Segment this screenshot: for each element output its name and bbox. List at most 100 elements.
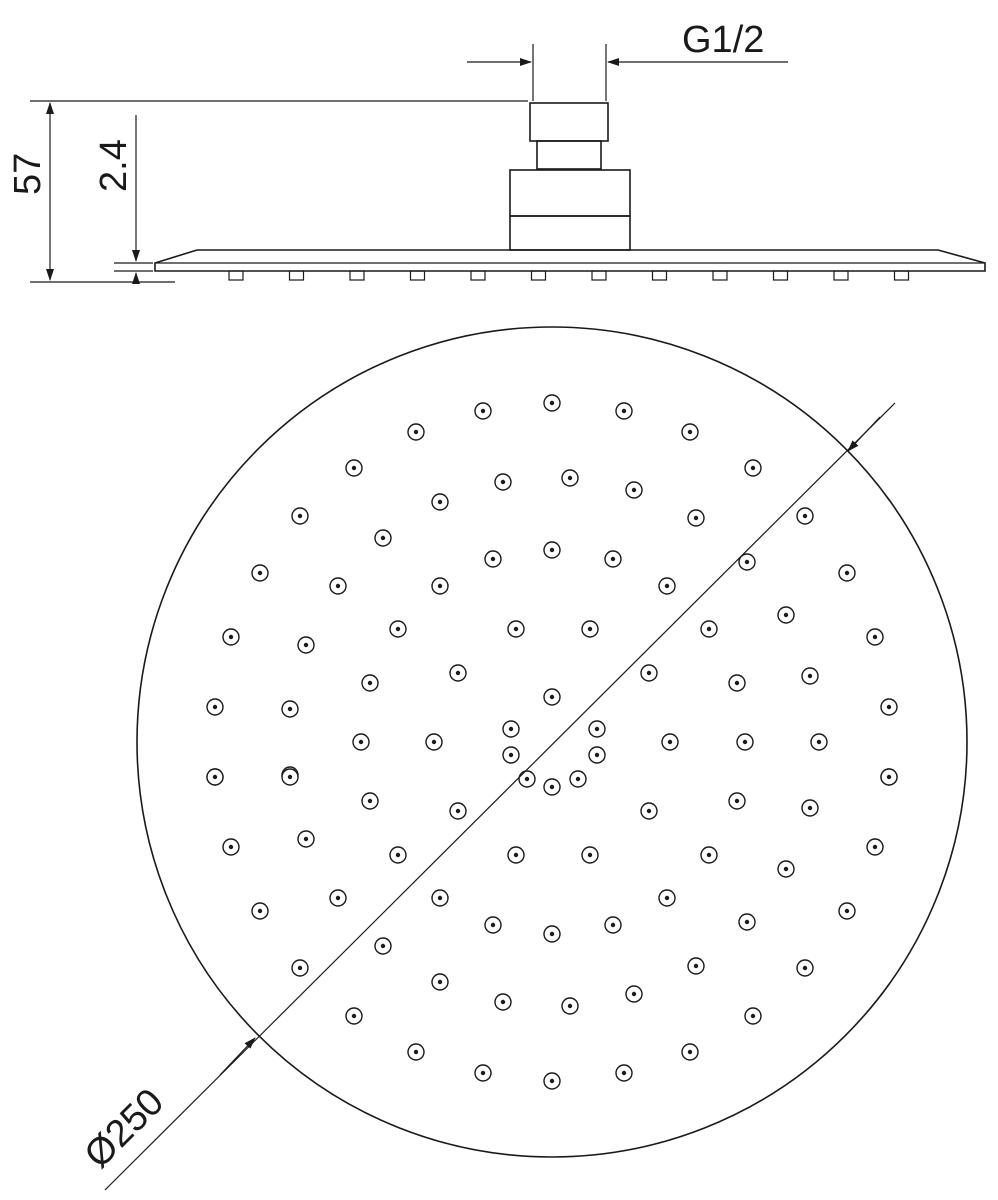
nozzle-hole: [549, 694, 555, 700]
nozzle-hole: [734, 680, 740, 686]
nozzle-hole: [437, 895, 443, 901]
nozzle-hole: [549, 547, 555, 553]
nozzle-hole: [567, 1003, 573, 1009]
nozzle-hole: [549, 400, 555, 406]
nozzle-hole: [872, 634, 878, 640]
nozzle-hole: [257, 908, 263, 914]
nozzle-stub: [409, 270, 426, 281]
nozzle-hole: [734, 798, 740, 804]
arm-collar-base: [509, 215, 631, 251]
nozzle-hole: [455, 670, 461, 676]
nozzle-hole: [549, 1078, 555, 1084]
nozzle-hole: [844, 570, 850, 576]
head-outline: [136, 326, 968, 1158]
nozzle-hole: [575, 776, 581, 782]
thickness-label: 2.4: [93, 139, 135, 192]
thread-connector: [529, 102, 609, 142]
nozzle-hole: [431, 739, 437, 745]
nozzle-hole: [783, 612, 789, 618]
nozzle-hole: [742, 739, 748, 745]
nozzle-hole: [367, 680, 373, 686]
side-view: G1/2 57 2.4: [7, 19, 986, 284]
nozzle-hole: [610, 556, 616, 562]
nozzle-hole: [228, 634, 234, 640]
nozzle-hole: [228, 844, 234, 850]
nozzle-hole: [303, 642, 309, 648]
nozzle-hole: [413, 1049, 419, 1055]
nozzle-hole: [621, 1070, 627, 1076]
nozzle-hole: [351, 1013, 357, 1019]
nozzle-hole: [490, 556, 496, 562]
nozzle-hole: [744, 919, 750, 925]
nozzle-stub: [893, 270, 910, 281]
nozzle-hole: [750, 465, 756, 471]
nozzle-stub: [349, 270, 365, 281]
height-dimension: 57: [7, 100, 528, 283]
nozzle-hole: [437, 583, 443, 589]
nozzle-hole: [513, 626, 519, 632]
head-plate: [154, 249, 986, 272]
nozzle-hole: [631, 487, 637, 493]
nozzle-hole: [437, 979, 443, 985]
nozzle-hole: [367, 798, 373, 804]
nozzle-hole: [807, 805, 813, 811]
thickness-dimension: 2.4: [93, 115, 153, 284]
nozzle-hole: [437, 499, 443, 505]
nozzle-hole: [783, 866, 789, 872]
nozzle-hole: [802, 513, 808, 519]
nozzle-hole: [687, 429, 693, 435]
nozzle-hole: [646, 670, 652, 676]
nozzle-hole: [594, 726, 600, 732]
nozzle-hole: [802, 965, 808, 971]
nozzle-hole: [508, 726, 514, 732]
nozzle-hole: [750, 1013, 756, 1019]
nozzle-stub: [772, 270, 789, 281]
nozzle-hole: [480, 408, 486, 414]
nozzle-stub: [651, 270, 668, 281]
nozzle-hole: [610, 922, 616, 928]
nozzle-hole: [844, 908, 850, 914]
nozzle-hole: [621, 408, 627, 414]
nozzle-stub: [712, 270, 728, 281]
nozzle-hole: [358, 739, 364, 745]
nozzle-grid: [206, 394, 898, 1090]
nozzle-hole: [395, 626, 401, 632]
arm-collar: [509, 169, 631, 217]
nozzle-hole: [706, 626, 712, 632]
nozzle-hole: [549, 784, 555, 790]
nozzle-stub: [288, 270, 305, 281]
nozzle-hole: [816, 739, 822, 745]
height-label: 57: [7, 153, 49, 195]
nozzle-hole: [646, 808, 652, 814]
nozzle-hole: [693, 515, 699, 521]
nozzle-hole: [500, 999, 506, 1005]
nozzle-hole: [807, 673, 813, 679]
nozzle-hole: [513, 852, 519, 858]
nozzle-hole: [587, 852, 593, 858]
nozzle-hole: [297, 965, 303, 971]
nozzle-hole: [297, 513, 303, 519]
nozzle-hole: [706, 852, 712, 858]
nozzle-hole: [455, 808, 461, 814]
nozzle-hole: [490, 922, 496, 928]
nozzle-hole: [587, 626, 593, 632]
nozzle-hole: [480, 1070, 486, 1076]
nozzle-stub: [228, 270, 244, 281]
nozzle-stub: [470, 270, 486, 281]
nozzle-hole: [287, 774, 293, 780]
diameter-label: Ø250: [77, 1081, 172, 1176]
nozzle-hole: [335, 583, 341, 589]
nozzle-hole: [351, 465, 357, 471]
nozzle-hole: [524, 776, 530, 782]
nozzle-hole: [287, 706, 293, 712]
nozzle-hole: [594, 752, 600, 758]
nozzle-hole: [212, 704, 218, 710]
thread-dimension: G1/2: [467, 19, 788, 101]
nozzle-hole: [567, 475, 573, 481]
thread-label: G1/2: [682, 19, 764, 61]
top-view: Ø250: [77, 326, 968, 1191]
nozzle-hole: [303, 836, 309, 842]
nozzle-stub: [591, 270, 607, 281]
nozzle-hole: [395, 852, 401, 858]
